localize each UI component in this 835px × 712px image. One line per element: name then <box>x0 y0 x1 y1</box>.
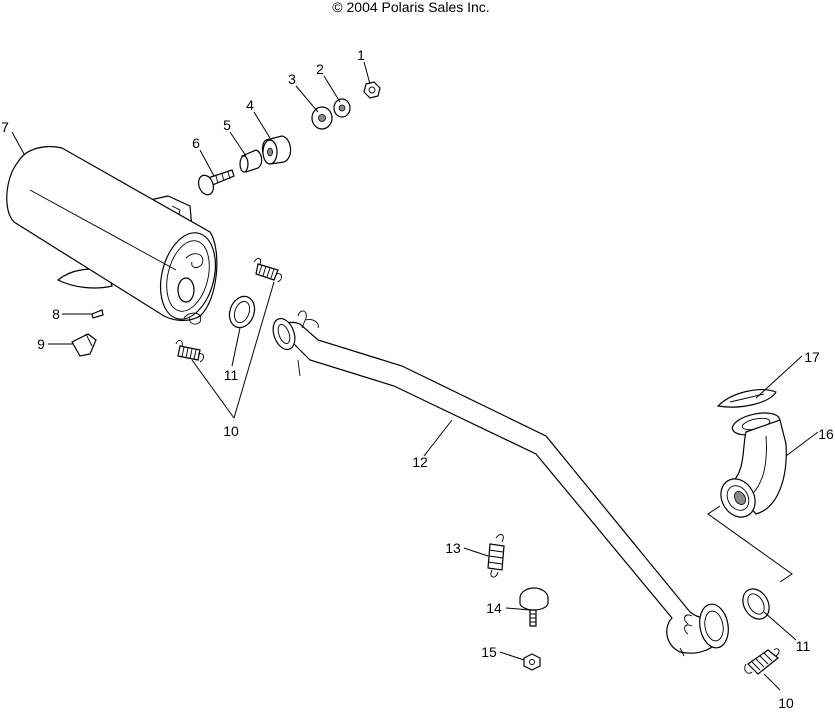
callout-5: 5 <box>223 117 231 133</box>
callout-4: 4 <box>246 97 254 113</box>
part-14-mount <box>519 587 549 627</box>
callout-10-left: 10 <box>223 423 239 439</box>
part-4-grommet <box>261 135 292 165</box>
part-1-nut <box>363 81 381 99</box>
part-11-gasket-left <box>228 295 256 329</box>
callout-13: 13 <box>445 540 461 556</box>
callout-9: 9 <box>37 336 45 352</box>
callout-10-right: 10 <box>778 695 794 711</box>
part-15-nut <box>523 653 541 671</box>
callout-17: 17 <box>804 349 820 365</box>
callout-11-right: 11 <box>796 638 811 654</box>
part-13-spring <box>487 534 505 578</box>
part-8-pin <box>91 309 104 319</box>
part-3-washer <box>311 106 333 130</box>
callout-16: 16 <box>818 426 834 442</box>
callout-2: 2 <box>316 61 324 77</box>
part-2-washer <box>333 98 351 118</box>
part-10-spring-upper <box>253 257 283 283</box>
callout-7: 7 <box>1 119 9 135</box>
part-5-sleeve <box>239 149 263 173</box>
part-6-bolt <box>197 169 235 196</box>
part-10-spring-right <box>744 648 780 675</box>
part-9-fitting <box>71 333 97 357</box>
callout-1: 1 <box>357 47 365 63</box>
callout-14: 14 <box>486 600 502 616</box>
callout-3: 3 <box>288 71 296 87</box>
callout-15: 15 <box>481 644 497 660</box>
part-10-spring-lower <box>175 339 205 363</box>
callout-8: 8 <box>52 306 60 322</box>
callout-labels: 1 2 3 4 5 6 7 8 9 11 10 12 13 14 15 16 1… <box>1 47 834 711</box>
part-7-muffler <box>6 145 218 325</box>
leader-lines <box>11 61 819 691</box>
callout-6: 6 <box>192 135 200 151</box>
copyright-caption: © 2004 Polaris Sales Inc. <box>332 0 489 15</box>
part-16-elbow <box>720 412 787 518</box>
part-17-gasket <box>716 389 777 408</box>
callout-11-left: 11 <box>224 367 239 383</box>
part-12-head-pipe <box>272 310 729 657</box>
part-11-gasket-right <box>742 588 770 620</box>
callout-12: 12 <box>412 454 428 470</box>
